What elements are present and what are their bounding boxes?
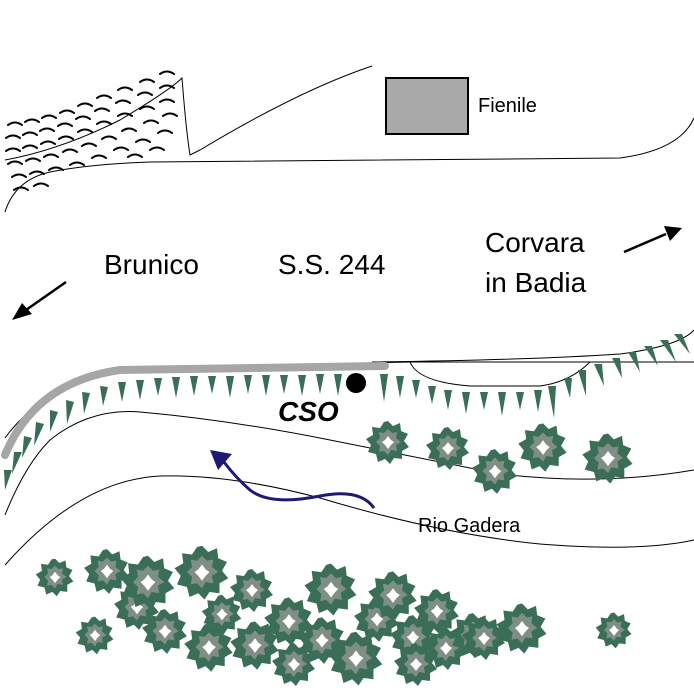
arrow-icon <box>12 280 67 320</box>
tree-icon <box>496 603 547 654</box>
retaining-wall <box>1 362 389 459</box>
upper-slope <box>4 65 694 213</box>
fienile-building <box>385 77 469 135</box>
rock-hachures <box>5 70 178 191</box>
cso-marker-dot-icon <box>346 373 366 393</box>
tree-icon <box>174 545 229 600</box>
embankment-vegetation <box>4 334 690 490</box>
cso-label: CSO <box>278 396 339 427</box>
tree-icon <box>595 612 632 649</box>
tree-icon <box>426 427 469 470</box>
arrow-icon <box>623 226 682 254</box>
forest-cluster <box>35 545 632 686</box>
tree-icon <box>328 631 383 686</box>
corvara-label-line2: in Badia <box>485 267 587 298</box>
river-banks <box>4 411 694 566</box>
fienile-label: Fienile <box>478 95 537 117</box>
tree-icon <box>472 449 517 494</box>
road-label: S.S. 244 <box>278 249 385 280</box>
tree-icon <box>84 549 129 594</box>
tree-icon <box>582 433 633 484</box>
river-label: Rio Gadera <box>418 515 521 537</box>
tree-icon <box>518 423 567 472</box>
tree-icon <box>304 563 357 616</box>
corvara-label-line1: Corvara <box>485 227 585 258</box>
tree-icon <box>35 558 74 597</box>
tree-icon <box>366 421 409 464</box>
curved-arrow-icon <box>210 450 376 509</box>
riverside-trees <box>366 421 633 494</box>
brunico-label: Brunico <box>104 249 199 280</box>
tree-icon <box>142 609 187 654</box>
tree-icon <box>75 616 114 655</box>
